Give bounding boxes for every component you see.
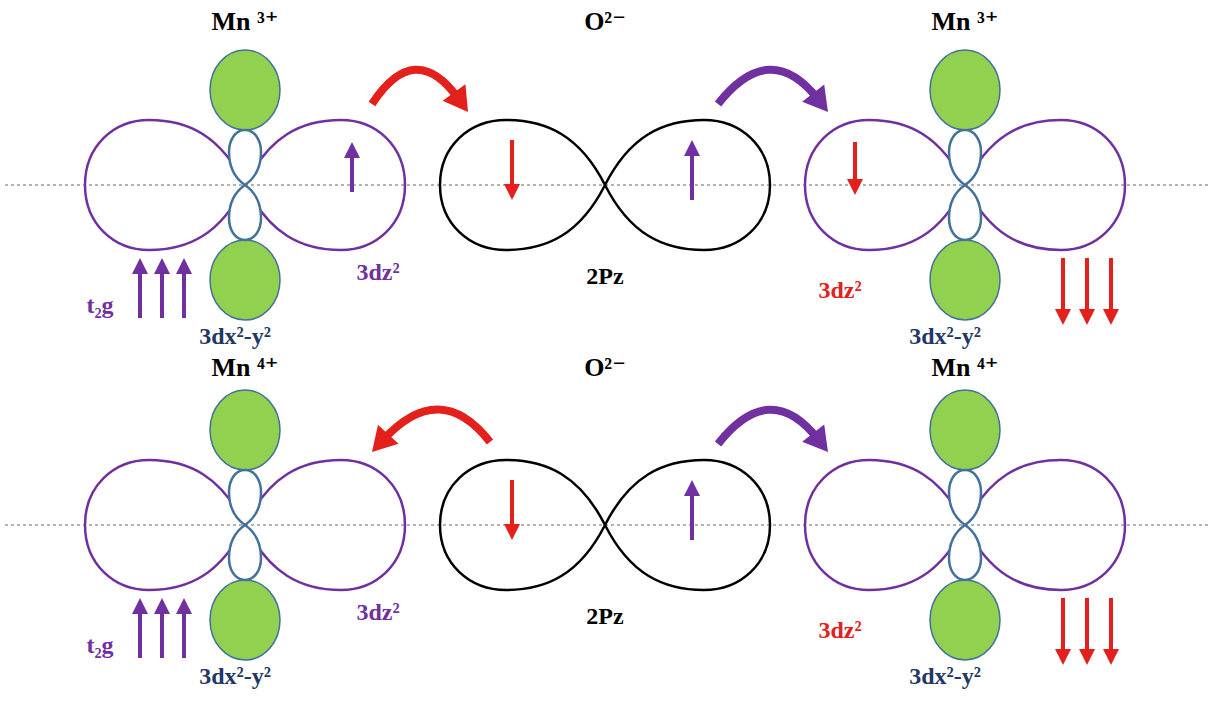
dx2y2-lobe — [210, 50, 280, 130]
axis-line — [5, 185, 1209, 186]
exchange-row — [5, 390, 1209, 665]
small-lobe — [229, 185, 261, 240]
spin-arrow-head — [176, 258, 192, 274]
transfer-arrow-head — [443, 84, 468, 112]
orbital-label: 3dx²-y² — [199, 663, 271, 689]
spin-arrow-head — [504, 184, 520, 200]
p-orbital-lobe — [440, 460, 605, 590]
orbital-label: 3dx²-y² — [909, 663, 981, 689]
spin-arrow-shaft — [138, 270, 142, 318]
spin-arrow-head — [132, 598, 148, 614]
spin-arrow-shaft — [1061, 598, 1065, 653]
small-lobe — [949, 130, 981, 185]
spin-arrow-shaft — [1085, 258, 1089, 313]
spin-arrow-shaft — [138, 610, 142, 658]
dz2-lobe — [965, 120, 1125, 250]
dx2y2-lobe — [930, 240, 1000, 320]
spin-arrow-shaft — [510, 140, 514, 188]
spin-arrow-head — [504, 524, 520, 540]
dz2-lobe — [805, 120, 965, 250]
dx2y2-lobe — [930, 50, 1000, 130]
dz2-lobe — [805, 460, 965, 590]
small-lobe — [229, 525, 261, 580]
spin-arrow-shaft — [853, 142, 857, 183]
spin-arrow-shaft — [1109, 258, 1113, 313]
spin-arrow-head — [1103, 309, 1119, 325]
ion-label: O²⁻ — [584, 8, 626, 37]
exchange-row — [5, 50, 1209, 325]
small-lobe — [229, 130, 261, 185]
spin-arrow-head — [1103, 649, 1119, 665]
dz2-lobe — [245, 120, 405, 250]
spin-arrow-shaft — [182, 270, 186, 318]
small-lobe — [949, 525, 981, 580]
spin-arrow-head — [1079, 309, 1095, 325]
ion-label: Mn ³⁺ — [931, 8, 998, 37]
spin-arrow-shaft — [1085, 598, 1089, 653]
spin-arrow-head — [154, 258, 170, 274]
p-orbital-lobe — [440, 120, 605, 250]
spin-arrow-head — [132, 258, 148, 274]
dz2-lobe — [965, 460, 1125, 590]
transfer-arrow-head — [802, 84, 828, 112]
orbital-label: t₂g — [86, 292, 113, 318]
dx2y2-lobe — [930, 580, 1000, 660]
spin-arrow-shaft — [160, 610, 164, 658]
spin-arrow-head — [1079, 649, 1095, 665]
small-lobe — [229, 470, 261, 525]
transfer-arrow — [718, 70, 818, 104]
spin-arrow-shaft — [1109, 598, 1113, 653]
spin-arrow-head — [684, 480, 700, 496]
dz2-lobe — [85, 460, 245, 590]
transfer-arrow-head — [372, 425, 399, 452]
spin-arrow-shaft — [350, 154, 354, 192]
ion-label: O²⁻ — [584, 354, 626, 383]
small-lobe — [949, 470, 981, 525]
dx2y2-lobe — [210, 390, 280, 470]
spin-arrow-shaft — [690, 492, 694, 540]
spin-arrow-shaft — [510, 480, 514, 528]
orbital-label: 3dx²-y² — [909, 323, 981, 349]
small-lobe — [949, 185, 981, 240]
p-orbital-lobe — [605, 460, 770, 590]
spin-arrow-shaft — [160, 270, 164, 318]
orbital-label: t₂g — [86, 632, 113, 658]
dx2y2-lobe — [210, 240, 280, 320]
orbital-label: 3dz² — [818, 277, 861, 303]
axis-line — [5, 525, 1209, 526]
spin-arrow-head — [1055, 309, 1071, 325]
dz2-lobe — [85, 120, 245, 250]
orbital-label: 3dz² — [356, 259, 399, 285]
ion-label: Mn ³⁺ — [211, 8, 278, 37]
orbital-label: 2Pz — [586, 263, 623, 289]
spin-arrow-head — [154, 598, 170, 614]
ion-label: Mn ⁴⁺ — [931, 354, 998, 383]
dx2y2-lobe — [930, 390, 1000, 470]
transfer-arrow-head — [802, 424, 828, 452]
spin-arrow-head — [1055, 649, 1071, 665]
orbital-label: 3dz² — [356, 599, 399, 625]
p-orbital-lobe — [605, 120, 770, 250]
spin-arrow-shaft — [1061, 258, 1065, 313]
ion-label: Mn ⁴⁺ — [211, 354, 278, 383]
spin-arrow-shaft — [690, 152, 694, 200]
spin-arrow-head — [176, 598, 192, 614]
spin-arrow-shaft — [182, 610, 186, 658]
dz2-lobe — [245, 460, 405, 590]
spin-arrow-head — [344, 142, 360, 158]
transfer-arrow — [718, 410, 818, 444]
orbital-label: 3dx²-y² — [199, 323, 271, 349]
dx2y2-lobe — [210, 580, 280, 660]
transfer-arrow — [383, 410, 490, 442]
spin-arrow-head — [684, 140, 700, 156]
orbital-label: 2Pz — [586, 603, 623, 629]
orbital-label: 3dz² — [818, 617, 861, 643]
spin-arrow-head — [847, 179, 863, 195]
